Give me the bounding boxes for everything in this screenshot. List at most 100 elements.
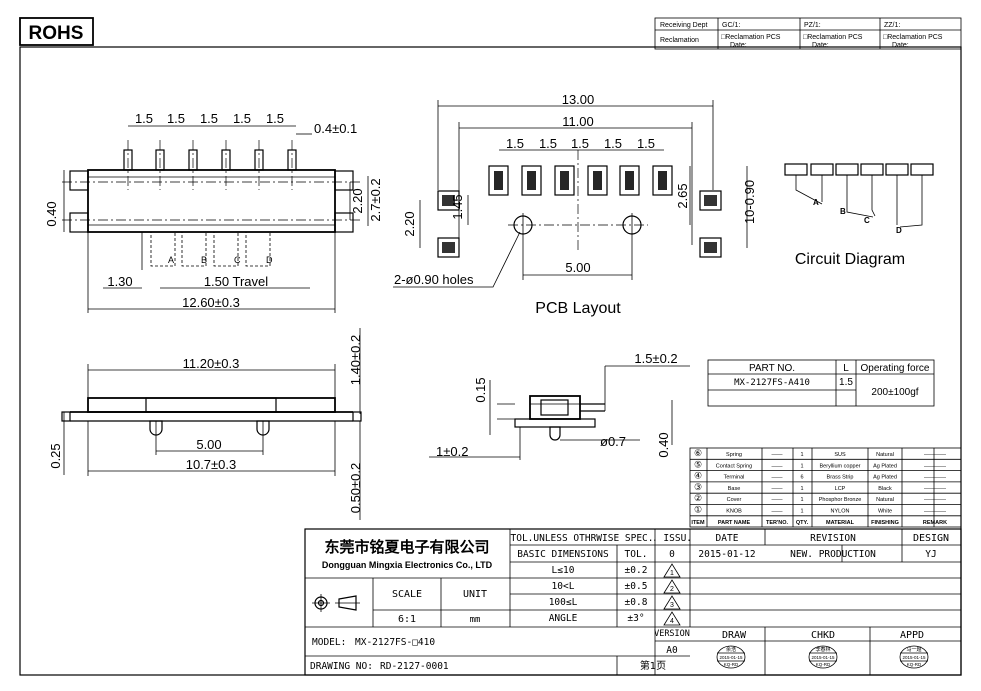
circuit-diagram: A B C D Circuit Diagram [784, 163, 934, 268]
side-view: 11.20±0.3 5.00 10.7±0.3 0.25 1.40±0.2 0.… [48, 328, 363, 520]
tolerance-triangle-icon [663, 579, 681, 594]
svg-text:REVISION: REVISION [810, 533, 856, 544]
svg-text:KQ-RD: KQ-RD [907, 662, 922, 667]
svg-text:10<L: 10<L [552, 581, 575, 592]
svg-text:Date:: Date: [730, 42, 747, 49]
projection-symbol-icon [312, 594, 360, 612]
svg-text:1.5: 1.5 [539, 136, 557, 151]
svg-text:Operating force: Operating force [861, 363, 930, 374]
svg-text:2.20: 2.20 [402, 211, 417, 236]
svg-text:CHKD: CHKD [811, 630, 835, 641]
svg-text:PART NO.: PART NO. [749, 363, 795, 374]
svg-text:DATE: DATE [716, 533, 739, 544]
svg-text:1.5: 1.5 [233, 111, 251, 126]
svg-text:TOL.UNLESS OTHRWISE SPEC.: TOL.UNLESS OTHRWISE SPEC. [511, 533, 654, 544]
svg-text:第1页: 第1页 [640, 659, 666, 672]
svg-text:UNIT: UNIT [463, 589, 487, 600]
svg-text:100≤L: 100≤L [549, 597, 578, 608]
bom-cell-remark: ———— [924, 452, 947, 458]
svg-text:C: C [864, 216, 870, 225]
svg-text:DRAWING NO:: DRAWING NO: [310, 661, 373, 672]
bom-header-item: ITEM [691, 520, 705, 526]
svg-text:0.50±0.2: 0.50±0.2 [348, 463, 363, 514]
svg-text:C: C [234, 255, 241, 265]
svg-text:2015-01-15: 2015-01-15 [811, 655, 835, 660]
bom-header-name: PART NAME [718, 520, 751, 526]
bom-cell-qty: 1 [800, 486, 803, 492]
svg-text:1.5: 1.5 [604, 136, 622, 151]
svg-text:200±100gf: 200±100gf [871, 387, 918, 398]
svg-text:Reclamation: Reclamation [660, 37, 699, 44]
svg-text:1.5: 1.5 [200, 111, 218, 126]
tolerance-mark: 1 [670, 570, 674, 577]
svg-text:2.7±0.2: 2.7±0.2 [368, 178, 383, 221]
bom-cell-no: —— [772, 463, 784, 469]
svg-text:1.5±0.2: 1.5±0.2 [634, 351, 677, 366]
svg-text:□Reclamation PCS: □Reclamation PCS [883, 34, 943, 41]
bom-header-qty: QTY. [796, 520, 809, 526]
svg-text:APPD: APPD [900, 630, 924, 641]
svg-text:ZZ/1:: ZZ/1: [884, 22, 900, 29]
svg-text:SCALE: SCALE [392, 589, 422, 600]
svg-text:0.15: 0.15 [473, 377, 488, 402]
svg-text:2-ø0.90 holes: 2-ø0.90 holes [394, 272, 474, 287]
receiving-table: Receiving Dept GC/1: PZ/1: ZZ/1: Reclama… [654, 17, 962, 50]
bom-cell-name: KNOB [726, 509, 742, 515]
svg-text:余浩: 余浩 [726, 646, 736, 653]
bom-cell-qty: 1 [800, 509, 803, 515]
tolerance-mark: 3 [670, 602, 674, 609]
svg-text:D: D [896, 226, 902, 235]
svg-text:□Reclamation PCS: □Reclamation PCS [721, 34, 781, 41]
svg-text:0.40: 0.40 [44, 201, 59, 226]
svg-text:1±0.2: 1±0.2 [436, 444, 468, 459]
bom-cell-item: ⑤ [694, 459, 702, 469]
svg-text:A: A [813, 198, 819, 207]
end-view: 1.5±0.2 0.15 1±0.2 ø0.7 0.40 [429, 351, 690, 460]
bom-cell-no: —— [772, 486, 784, 492]
svg-text:马一题: 马一题 [906, 646, 921, 653]
svg-text:B: B [201, 255, 207, 265]
tolerance-mark: 4 [670, 618, 674, 625]
bom-cell-finishing: Black [878, 486, 892, 492]
tolerance-triangle-icon [663, 563, 681, 578]
draw-stamp: 余浩 2015-01-15 KQ-RD [716, 645, 746, 669]
bom-cell-no: —— [772, 475, 784, 481]
svg-text:L: L [843, 363, 849, 374]
svg-text:1.45: 1.45 [450, 194, 465, 219]
svg-text:1.5: 1.5 [167, 111, 185, 126]
bom-cell-material: LCP [835, 486, 846, 492]
svg-text:TOL.: TOL. [625, 549, 648, 560]
svg-text:0.25: 0.25 [48, 443, 63, 468]
svg-text:2.20: 2.20 [350, 188, 365, 213]
bom-cell-item: ① [694, 505, 702, 515]
svg-text:NEW. PRODUCTION: NEW. PRODUCTION [790, 549, 876, 560]
tolerance-mark: 2 [670, 586, 674, 593]
svg-text:B: B [840, 207, 846, 216]
svg-text:KQ-RD: KQ-RD [816, 662, 831, 667]
svg-text:Circuit Diagram: Circuit Diagram [795, 251, 905, 268]
svg-text:2.65: 2.65 [675, 183, 690, 208]
svg-text:DESIGN: DESIGN [913, 533, 949, 544]
bom-cell-name: Spring [726, 452, 742, 458]
svg-text:东莞市铭夏电子有限公司: 东莞市铭夏电子有限公司 [324, 538, 489, 556]
bom-cell-item: ⑥ [694, 448, 702, 458]
svg-text:1.30: 1.30 [107, 274, 132, 289]
drawing-border [19, 46, 962, 676]
bom-cell-name: Cover [727, 497, 742, 503]
svg-text:1.5: 1.5 [266, 111, 284, 126]
svg-text:RD-2127-0001: RD-2127-0001 [380, 661, 449, 672]
svg-text:L≤10: L≤10 [552, 565, 575, 576]
svg-text:1.40±0.2: 1.40±0.2 [348, 335, 363, 386]
bom-cell-remark: ———— [924, 497, 947, 503]
svg-text:ø0.7: ø0.7 [600, 434, 626, 449]
bom-cell-remark: ———— [924, 475, 947, 481]
bom-cell-name: Terminal [724, 475, 745, 481]
svg-text:李春林: 李春林 [815, 646, 830, 653]
bom-cell-qty: 1 [800, 452, 803, 458]
svg-text:1.5: 1.5 [135, 111, 153, 126]
svg-text:Receiving Dept: Receiving Dept [660, 22, 708, 29]
bom-cell-remark: ———— [924, 463, 947, 469]
chkd-stamp: 李春林 2015-01-15 KQ-RD [808, 645, 838, 669]
